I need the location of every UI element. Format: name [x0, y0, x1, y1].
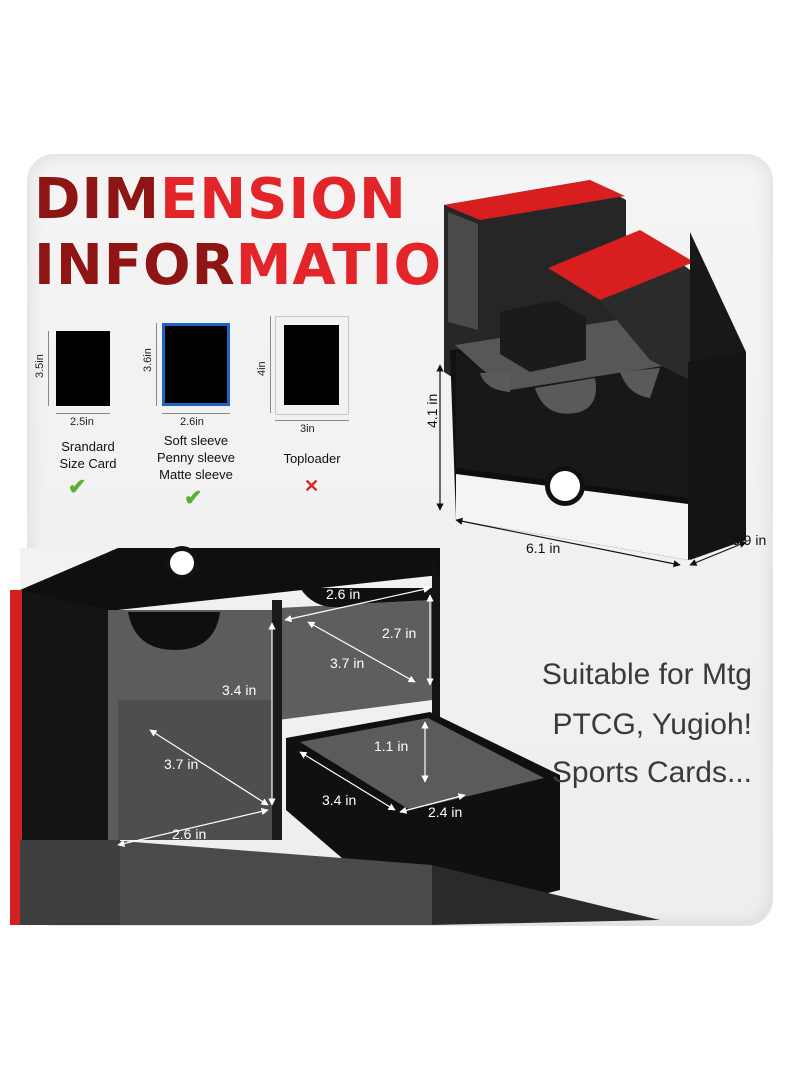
standard-card-height-line [48, 331, 49, 406]
open-box-left-notch [128, 612, 220, 650]
top-depth-arrow [307, 621, 416, 683]
toploader-height-line [270, 316, 271, 413]
deck-box-tray [500, 300, 586, 372]
small-box-depth-label: 3.9 in [732, 532, 767, 548]
deck-box-front-lid-red [548, 230, 694, 300]
tray-height-label: 1.1 in [374, 738, 409, 754]
sleeve-card-width-line [162, 413, 230, 414]
left-width-label: 2.6 in [172, 826, 207, 842]
deck-box-lid-top-red [444, 180, 625, 220]
left-width-arrow [117, 807, 269, 848]
open-box-divider [272, 600, 282, 840]
deck-box-small [436, 180, 747, 568]
small-box-height-label: 4.1 in [424, 393, 440, 428]
sleeve-card-label: Soft sleeve Penny sleeve Matte sleeve [140, 432, 252, 483]
standard-card-width: 2.5in [70, 416, 94, 428]
deck-box-open [10, 546, 660, 925]
open-box-red-edge [10, 590, 22, 925]
sleeve-card-inner [165, 326, 227, 403]
sleeve-card-label-line-2: Penny sleeve [156, 450, 236, 465]
sleeve-card-label-line-3: Matte sleeve [159, 467, 233, 482]
standard-card-image [56, 331, 110, 406]
top-width-label: 2.6 in [326, 586, 361, 602]
deck-box-depth-arrow [689, 541, 747, 566]
sleeve-card-width: 2.6in [180, 416, 204, 428]
top-height-label: 2.7 in [382, 625, 417, 641]
left-depth-label: 3.7 in [164, 756, 199, 772]
open-box-lid-right [432, 865, 660, 925]
tray-width-arrow [399, 793, 466, 814]
toploader-width-line [275, 420, 349, 421]
sleeve-card-height-line [156, 323, 157, 406]
tagline-line-2: PTCG, Yugioh! [552, 708, 752, 741]
tray-depth-label: 3.4 in [322, 792, 357, 808]
drawer-notch [470, 778, 544, 826]
title-line-1-dark: DIM [34, 167, 161, 232]
tray-depth-arrow [299, 751, 396, 811]
open-box-top-rim [20, 548, 440, 610]
top-depth-label: 3.7 in [330, 655, 365, 671]
title-line-1: DIMENSION [34, 172, 407, 228]
deck-box-right-face [688, 352, 746, 560]
standard-card-label-line-2: Size Card [59, 456, 117, 471]
toploader-inner-card [284, 325, 339, 405]
deck-box-length-arrow [455, 517, 681, 568]
open-box-lid-floor [108, 840, 432, 925]
standard-card-label-line-1: Srandard [61, 439, 115, 454]
standard-card-width-line [56, 413, 110, 414]
toploader-width: 3in [300, 423, 315, 435]
left-depth-arrow [149, 729, 269, 806]
top-width-arrow [284, 585, 431, 623]
tray-width-label: 2.4 in [428, 804, 463, 820]
left-height-label: 3.4 in [222, 682, 257, 698]
toploader-label: Toploader [262, 450, 362, 467]
deck-box-notch-right [620, 368, 660, 398]
open-box-button [170, 551, 194, 575]
check-icon: ✔ [184, 485, 203, 510]
sleeve-card-label-line-1: Soft sleeve [163, 433, 229, 448]
deck-box-button [550, 471, 580, 501]
tagline-line-3: Sports Cards... [551, 756, 752, 789]
title-line-2-dark: INFOR [34, 233, 236, 298]
small-box-length-label: 6.1 in [526, 540, 561, 556]
title-line-1-red: ENSION [160, 167, 407, 232]
standard-card-label: Srandard Size Card [40, 438, 136, 472]
open-box-lid-left [20, 840, 120, 925]
deck-box-lid-inner [448, 212, 478, 330]
deck-box-notch-left [480, 372, 510, 392]
tagline-line-1: Suitable for Mtg [541, 658, 752, 691]
toploader-label-line-1: Toploader [283, 451, 341, 466]
cross-icon: ✕ [304, 476, 320, 496]
deck-box-notch-front [535, 378, 596, 414]
check-icon: ✔ [68, 474, 87, 499]
